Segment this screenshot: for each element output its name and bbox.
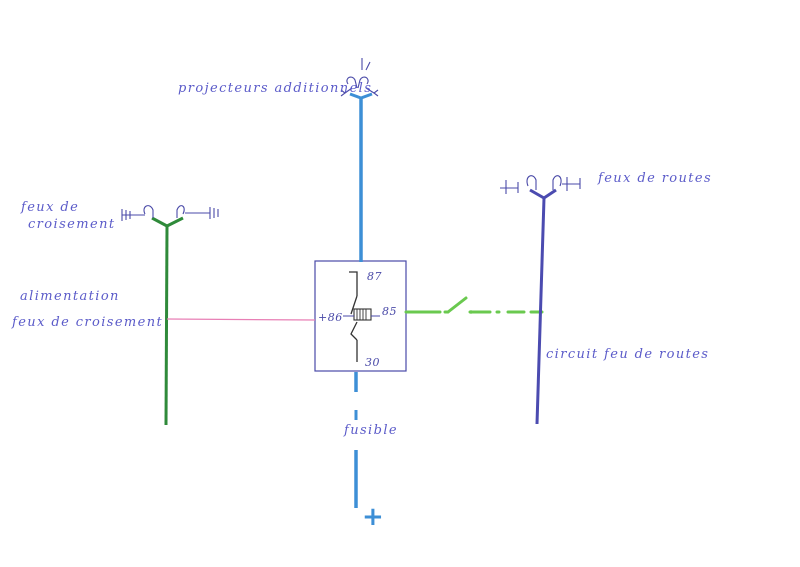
feux-croisement-label-1: feux de bbox=[20, 200, 79, 215]
relay-pin-86: +86 bbox=[318, 311, 343, 324]
coil-icon bbox=[353, 308, 372, 321]
alimentation-label-2: feux de croisement bbox=[11, 315, 163, 330]
main-beam-line bbox=[529, 188, 557, 425]
switch-icon bbox=[446, 296, 468, 314]
lamp-icon bbox=[143, 205, 185, 218]
alimentation-label-1: alimentation bbox=[20, 289, 120, 304]
ground-icon bbox=[121, 207, 219, 221]
relay-contact-87 bbox=[349, 271, 358, 296]
feux-route-label: feux de routes bbox=[597, 171, 712, 186]
fusible-label: fusible bbox=[343, 423, 398, 438]
relay: 87 +86 85 30 bbox=[314, 260, 407, 372]
relay-pin-30: 30 bbox=[365, 356, 380, 369]
relay-pin-87: 87 bbox=[367, 270, 382, 283]
plus-terminal: + bbox=[362, 502, 384, 532]
switch-wire bbox=[404, 296, 544, 314]
circuit-route-label: circuit feu de routes bbox=[546, 347, 709, 362]
projecteurs-label: projecteurs additionnels bbox=[178, 81, 372, 96]
lamp-icon bbox=[500, 175, 581, 194]
feux-croisement-label-2: croisement bbox=[28, 217, 115, 232]
lamp-icon bbox=[340, 58, 379, 97]
dipped-beam-line bbox=[151, 216, 184, 426]
supply-line bbox=[354, 98, 363, 508]
relay-pin-85: 85 bbox=[382, 305, 397, 318]
switch-contact bbox=[469, 310, 473, 314]
signal-wire bbox=[166, 318, 316, 321]
projecteurs-junction bbox=[349, 92, 373, 100]
relay-armature bbox=[350, 295, 358, 341]
